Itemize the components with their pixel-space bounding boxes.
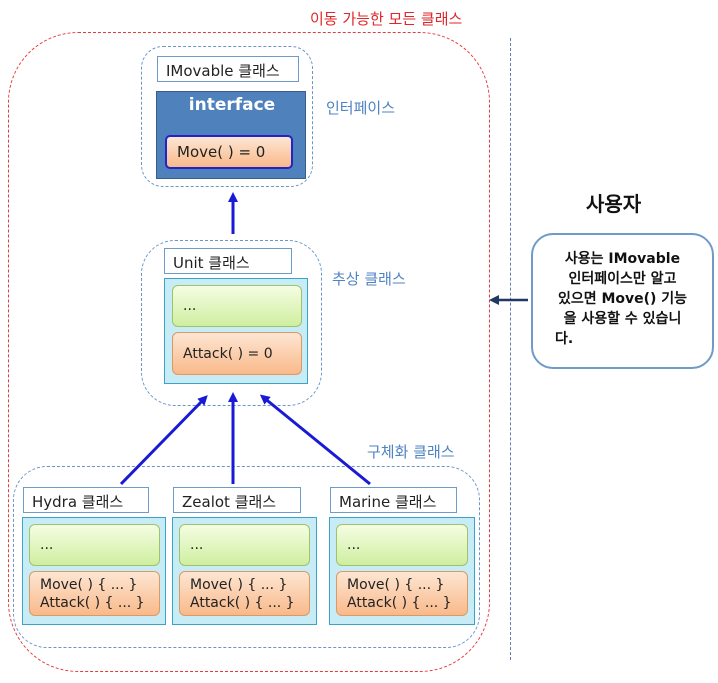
zealot-fields: ... bbox=[179, 524, 310, 566]
marine-class-title: Marine 클래스 bbox=[330, 487, 457, 513]
zealot-class-title: Zealot 클래스 bbox=[173, 487, 301, 513]
unit-attack-method: Attack( ) = 0 bbox=[172, 332, 302, 375]
hydra-class-panel: ... Move( ) { ... } Attack( ) { ... } bbox=[22, 517, 166, 625]
zealot-class-panel: ... Move( ) { ... } Attack( ) { ... } bbox=[172, 517, 317, 625]
user-note-line-5: 다. bbox=[555, 331, 574, 347]
zealot-attack-method: Attack( ) { ... } bbox=[190, 595, 295, 611]
marine-methods: Move( ) { ... } Attack( ) { ... } bbox=[336, 571, 468, 616]
user-title: 사용자 bbox=[586, 192, 642, 216]
imovable-class-title: IMovable 클래스 bbox=[157, 56, 299, 82]
user-note-line-4: 을 사용할 수 있습니 bbox=[563, 311, 682, 327]
unit-class-panel: ... Attack( ) = 0 bbox=[164, 278, 308, 384]
marine-to-unit-arrow bbox=[259, 394, 371, 486]
interface-region-label: 인터페이스 bbox=[326, 99, 396, 117]
marine-fields: ... bbox=[336, 524, 468, 566]
interface-header: interface bbox=[188, 95, 276, 115]
unit-fields: ... bbox=[172, 285, 302, 327]
imovable-interface-panel: interface Move( ) = 0 bbox=[156, 91, 306, 179]
user-note-line-1: 사용는 IMovable bbox=[564, 251, 681, 267]
concrete-region bbox=[13, 466, 480, 648]
abstract-region-label: 추상 클래스 bbox=[332, 270, 406, 288]
concrete-region-label: 구체화 클래스 bbox=[367, 443, 455, 461]
zealot-move-method: Move( ) { ... } bbox=[190, 577, 288, 593]
user-separator-line bbox=[510, 38, 511, 660]
movable-classes-region bbox=[8, 32, 490, 672]
hydra-methods: Move( ) { ... } Attack( ) { ... } bbox=[29, 571, 160, 616]
imovable-move-method: Move( ) = 0 bbox=[165, 135, 293, 169]
hydra-fields: ... bbox=[29, 524, 160, 566]
interface-region bbox=[141, 46, 313, 187]
hydra-class-title: Hydra 클래스 bbox=[23, 487, 149, 513]
user-note-line-2: 인터페이스만 알고 bbox=[568, 271, 677, 287]
movable-classes-label: 이동 가능한 모든 클래스 bbox=[310, 10, 463, 28]
marine-class-panel: ... Move( ) { ... } Attack( ) { ... } bbox=[329, 517, 475, 625]
hydra-move-method: Move( ) { ... } bbox=[40, 577, 138, 593]
user-note-card: 사용는 IMovable 인터페이스만 알고 있으면 Move() 기능 을 사… bbox=[531, 233, 714, 369]
marine-move-method: Move( ) { ... } bbox=[347, 577, 445, 593]
hydra-to-unit-arrow bbox=[119, 395, 208, 486]
zealot-methods: Move( ) { ... } Attack( ) { ... } bbox=[179, 571, 310, 616]
marine-attack-method: Attack( ) { ... } bbox=[347, 595, 452, 611]
hydra-attack-method: Attack( ) { ... } bbox=[40, 595, 145, 611]
user-note-line-3: 있으면 Move() 기능 bbox=[557, 291, 688, 307]
unit-class-title: Unit 클래스 bbox=[164, 248, 292, 274]
